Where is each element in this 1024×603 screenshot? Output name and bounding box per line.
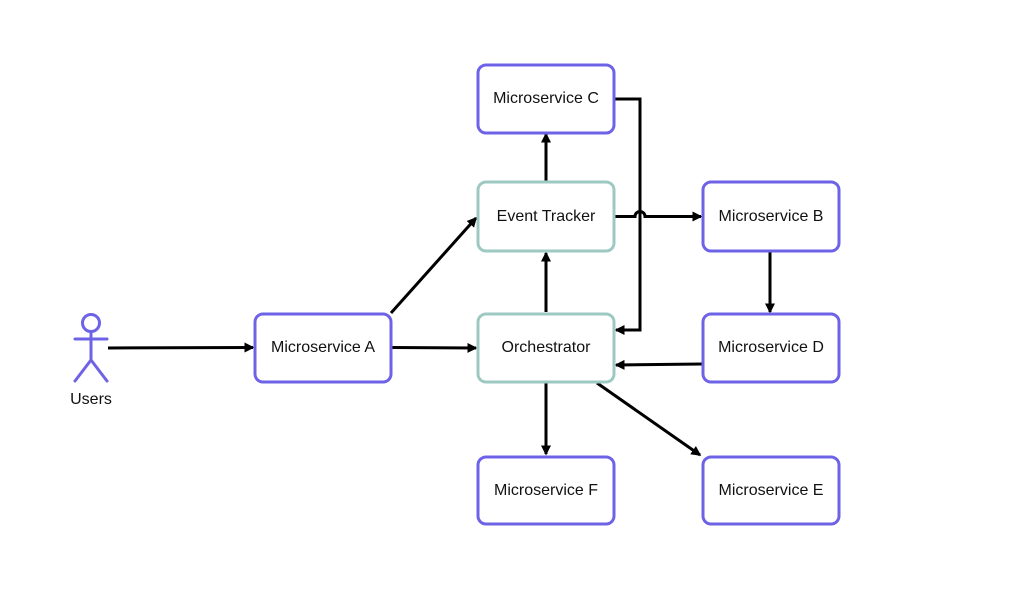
node-microservice-c[interactable]: Microservice C — [476, 63, 616, 135]
node-event-tracker-label: Event Tracker — [497, 208, 596, 225]
users-label: Users — [70, 391, 112, 408]
node-microservice-a-box — [253, 312, 393, 384]
edge-microservice-c-to-orchestrator — [614, 97, 642, 335]
node-orchestrator[interactable]: Orchestrator — [476, 312, 616, 384]
edge-microservice-a-to-event-tracker — [389, 216, 478, 315]
node-microservice-e-label: Microservice E — [719, 482, 824, 499]
users-actor[interactable]: Users — [70, 313, 112, 409]
node-microservice-d-box — [701, 312, 841, 384]
node-event-tracker[interactable]: Event Tracker — [476, 180, 616, 253]
person-icon — [73, 313, 109, 383]
edge-event-tracker-to-microservice-b — [614, 210, 703, 222]
node-microservice-c-box — [476, 63, 616, 135]
node-microservice-f-label: Microservice F — [494, 482, 598, 499]
node-microservice-f[interactable]: Microservice F — [476, 455, 616, 526]
edge-microservice-d-to-orchestrator — [614, 359, 703, 370]
nodes: Microservice A Orchestrator Event Tracke… — [253, 63, 841, 526]
node-microservice-b-box — [701, 180, 841, 253]
node-microservice-c-label: Microservice C — [493, 90, 599, 107]
edge-users-to-microservice-a — [107, 342, 255, 353]
edges — [107, 97, 775, 457]
node-microservice-b[interactable]: Microservice B — [701, 180, 841, 253]
node-microservice-f-box — [476, 455, 616, 526]
node-microservice-d[interactable]: Microservice D — [701, 312, 841, 384]
node-orchestrator-box — [476, 312, 616, 384]
node-microservice-a-label: Microservice A — [271, 339, 375, 356]
node-microservice-a[interactable]: Microservice A — [253, 312, 393, 384]
node-orchestrator-label: Orchestrator — [502, 339, 592, 356]
node-microservice-e[interactable]: Microservice E — [701, 455, 841, 526]
edge-microservice-a-to-orchestrator — [391, 342, 478, 353]
node-microservice-b-label: Microservice B — [719, 208, 824, 225]
node-event-tracker-box — [476, 180, 616, 253]
edge-orchestrator-to-microservice-e — [596, 381, 702, 457]
node-microservice-d-label: Microservice D — [718, 339, 824, 356]
node-microservice-e-box — [701, 455, 841, 526]
